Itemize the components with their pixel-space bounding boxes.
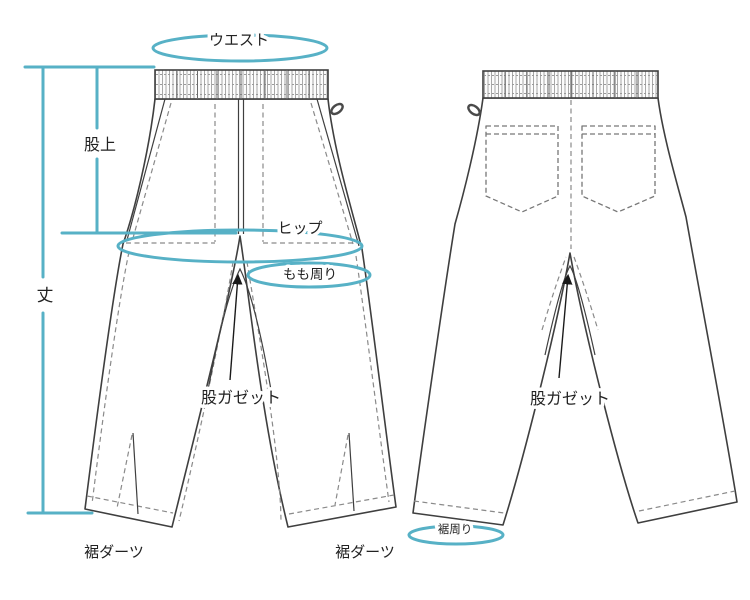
back-silhouette (412, 97, 738, 526)
front-right-hem-dart-label: 裾ダーツ (335, 544, 395, 561)
back-crotch-gusset-label: 股ガゼット (530, 390, 610, 408)
thigh-label: もも周り (283, 267, 337, 282)
thigh-girth-ellipse (246, 261, 372, 289)
pants-back-view (412, 70, 738, 526)
front-left-hem-dash (86, 495, 174, 514)
front-crotch-gusset-label: 股ガゼット (201, 389, 281, 407)
back-gusset-dash-left (541, 256, 567, 331)
hem-girth-ellipse (407, 524, 505, 546)
front-left-hem-dart-label: 裾ダーツ (84, 544, 144, 561)
front-waistband (154, 69, 329, 100)
front-right-hem-dart (334, 432, 355, 512)
back-drawcord-loop-icon (467, 103, 481, 117)
front-gusset-arrow (229, 273, 243, 381)
rise-label: 股上 (84, 136, 116, 154)
waist-label: ウエスト (209, 32, 269, 49)
measurement-overlay (23, 33, 505, 546)
waist-girth-ellipse (151, 33, 329, 63)
back-gusset-arrow (558, 273, 573, 379)
pants-front-view (84, 69, 397, 528)
hem-circumference-label: 裾周り (438, 522, 473, 536)
front-crotch-gusset-seam (207, 267, 272, 391)
front-drawcord-loop-icon (330, 102, 344, 116)
back-pocket-right (581, 125, 656, 213)
back-pocket-left (485, 125, 559, 213)
hip-girth-ellipse (116, 228, 364, 264)
front-pocket-dash-left (132, 102, 172, 239)
front-pocket-seam-right (316, 98, 360, 247)
front-pocket-dash-right (310, 102, 354, 245)
hip-label: ヒップ (277, 220, 322, 237)
back-gusset-dash-right (573, 256, 599, 331)
back-left-hem-dash (413, 500, 505, 514)
length-label: 丈 (37, 286, 54, 305)
front-right-leg-inseam-dash (246, 261, 282, 522)
front-left-hem-dart (116, 432, 139, 515)
back-waistband (482, 70, 659, 99)
front-left-leg-outer-dash (91, 251, 130, 505)
front-right-leg-outer-dash (355, 255, 390, 503)
front-left-leg-inseam-dash (178, 261, 234, 522)
back-crotch-gusset-seam (544, 264, 596, 356)
front-pocket-seam-left (126, 98, 166, 241)
front-silhouette (84, 98, 397, 528)
front-right-hem-dash (288, 494, 395, 515)
